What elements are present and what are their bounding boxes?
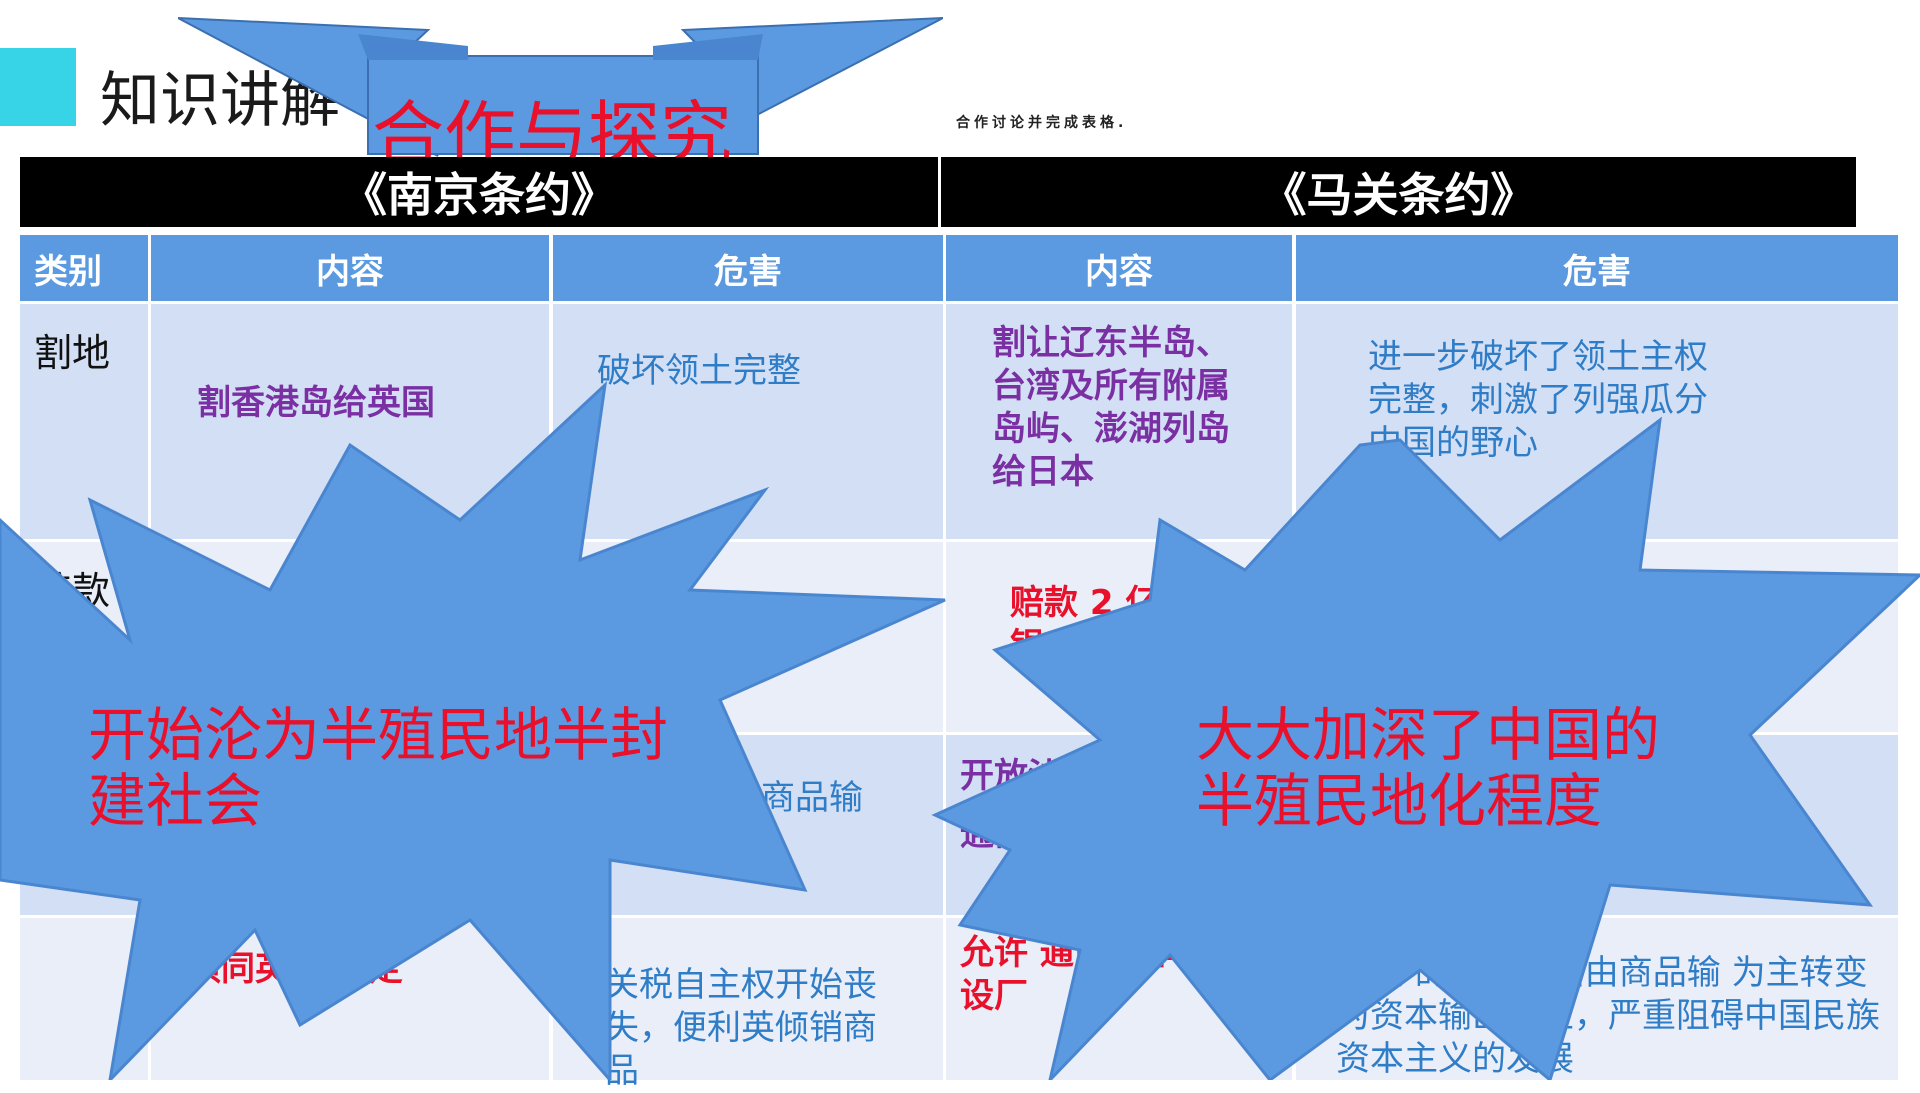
row4-maguan-harm: 主义 的经济侵略由商品输 为主转变为资本输出为主，严重阻碍中国民族资本主义的发展 bbox=[1336, 953, 1880, 1079]
explosion-shape-right bbox=[931, 416, 1920, 1080]
col-header-maguan-content: 内容 bbox=[946, 235, 1292, 301]
row1-category: 割地 bbox=[20, 304, 148, 539]
treaty-header-nanjing: 《南京条约》 bbox=[20, 157, 938, 227]
col-header-nanjing-content: 内容 bbox=[151, 235, 549, 301]
callout-left-text: 开始沦为半殖民地半封建社会 bbox=[88, 701, 669, 835]
callout-right-text: 大大加深了中国的半殖民地化程度 bbox=[1196, 701, 1661, 835]
explosion-shape-left bbox=[0, 381, 946, 1080]
instruction-text: 合作讨论并完成表格. bbox=[956, 115, 1128, 131]
row1-maguan-content: 割让辽东半岛、台湾及所有附属岛屿、澎湖列岛给日本 bbox=[992, 323, 1230, 492]
row1-nanjing-harm: 破坏领土完整 bbox=[597, 351, 801, 391]
row1-maguan-harm: 进一步破坏了领土主权完整，刺激了列强瓜分中国的野心 bbox=[1368, 337, 1708, 463]
col-header-nanjing-harm: 危害 bbox=[553, 235, 943, 301]
col-header-category: 类别 bbox=[20, 235, 148, 301]
row1-nanjing-content: 割香港岛给英国 bbox=[197, 383, 435, 423]
treaty-header-maguan: 《马关条约》 bbox=[941, 157, 1856, 227]
row4-nanjing-harm-cell: 关税自主权开始丧失，便利英倾销商品 bbox=[553, 918, 943, 1091]
accent-square bbox=[0, 48, 76, 126]
row1-maguan-content-cell: 割让辽东半岛、台湾及所有附属岛屿、澎湖列岛给日本 bbox=[946, 304, 1292, 539]
col-header-maguan-harm: 危害 bbox=[1296, 235, 1898, 301]
ribbon-banner bbox=[178, 17, 943, 157]
row4-nanjing-harm: 关税自主权开始丧失，便利英倾销商品 bbox=[605, 965, 877, 1091]
